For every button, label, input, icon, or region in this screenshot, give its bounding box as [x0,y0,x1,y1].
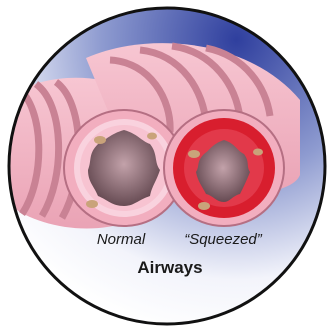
airways-title: Airways [120,258,220,278]
squeezed-label: “Squeezed” [168,231,278,248]
normal-label: Normal [78,231,164,248]
squeezed-airway-cross-section [164,110,284,226]
